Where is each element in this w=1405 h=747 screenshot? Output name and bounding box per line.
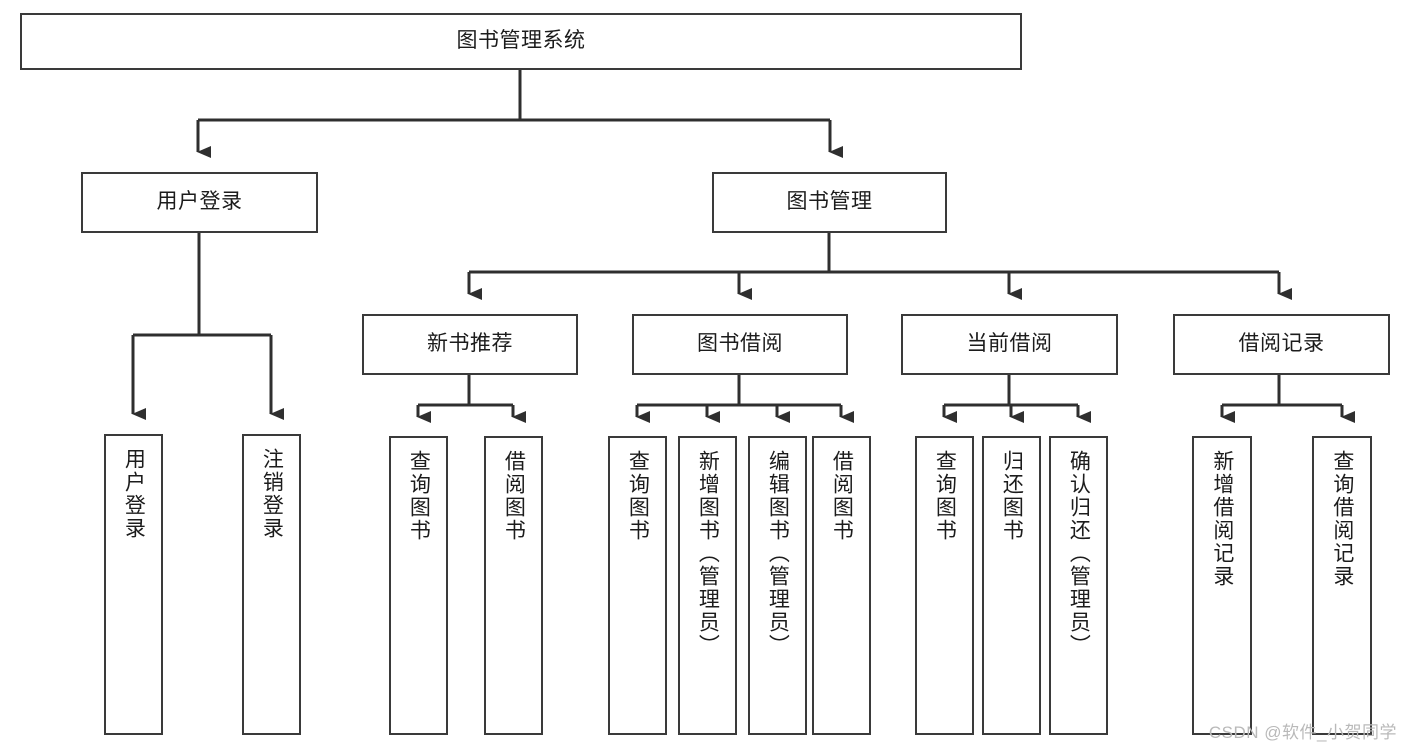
node-leaf-label: 用户登录 — [122, 448, 146, 540]
node-book-borrow[interactable]: 图书借阅 — [632, 314, 848, 375]
node-leaf-user-login-login[interactable]: 用户登录 — [104, 434, 163, 735]
node-leaf-label: 确认归还（管理员） — [1067, 450, 1091, 657]
node-leaf-label: 编辑图书（管理员） — [766, 450, 790, 657]
node-leaf-label: 新增图书（管理员） — [696, 450, 720, 657]
node-new-book-recommend-label: 新书推荐 — [427, 332, 513, 356]
node-borrow-record-label: 借阅记录 — [1238, 332, 1325, 356]
node-leaf-label: 新增借阅记录 — [1210, 450, 1234, 588]
node-leaf-bookborrow-edit-book[interactable]: 编辑图书（管理员） — [748, 436, 807, 735]
node-leaf-label: 借阅图书 — [830, 450, 854, 542]
node-leaf-currentborrow-return-book[interactable]: 归还图书 — [982, 436, 1041, 735]
node-leaf-bookborrow-borrow-book[interactable]: 借阅图书 — [812, 436, 871, 735]
node-new-book-recommend[interactable]: 新书推荐 — [362, 314, 578, 375]
node-leaf-label: 注销登录 — [260, 448, 284, 540]
node-current-borrow[interactable]: 当前借阅 — [901, 314, 1118, 375]
node-leaf-currentborrow-query-book[interactable]: 查询图书 — [915, 436, 974, 735]
node-borrow-record[interactable]: 借阅记录 — [1173, 314, 1390, 375]
node-leaf-currentborrow-confirm-return[interactable]: 确认归还（管理员） — [1049, 436, 1108, 735]
node-root-label: 图书管理系统 — [456, 29, 586, 53]
node-leaf-newbook-query-book[interactable]: 查询图书 — [389, 436, 448, 735]
node-leaf-label: 查询图书 — [933, 450, 957, 542]
node-leaf-label: 查询图书 — [626, 450, 650, 542]
watermark: CSDN @软件_小贺同学 — [1208, 723, 1397, 742]
node-leaf-borrowrecord-query-record[interactable]: 查询借阅记录 — [1312, 436, 1372, 735]
node-current-borrow-label: 当前借阅 — [966, 332, 1053, 356]
node-leaf-bookborrow-query-book[interactable]: 查询图书 — [608, 436, 667, 735]
node-leaf-borrowrecord-add-record[interactable]: 新增借阅记录 — [1192, 436, 1252, 735]
node-book-borrow-label: 图书借阅 — [697, 332, 783, 356]
node-user-login-label: 用户登录 — [156, 190, 243, 214]
node-leaf-bookborrow-add-book[interactable]: 新增图书（管理员） — [678, 436, 737, 735]
node-leaf-label: 查询图书 — [407, 450, 431, 542]
node-leaf-newbook-borrow-book[interactable]: 借阅图书 — [484, 436, 543, 735]
node-book-management-label: 图书管理 — [786, 190, 873, 214]
node-leaf-label: 查询借阅记录 — [1330, 450, 1354, 588]
node-book-management[interactable]: 图书管理 — [712, 172, 947, 233]
node-user-login[interactable]: 用户登录 — [81, 172, 318, 233]
node-leaf-label: 借阅图书 — [502, 450, 526, 542]
node-leaf-user-login-logout[interactable]: 注销登录 — [242, 434, 301, 735]
node-leaf-label: 归还图书 — [1000, 450, 1024, 542]
node-root[interactable]: 图书管理系统 — [20, 13, 1022, 70]
